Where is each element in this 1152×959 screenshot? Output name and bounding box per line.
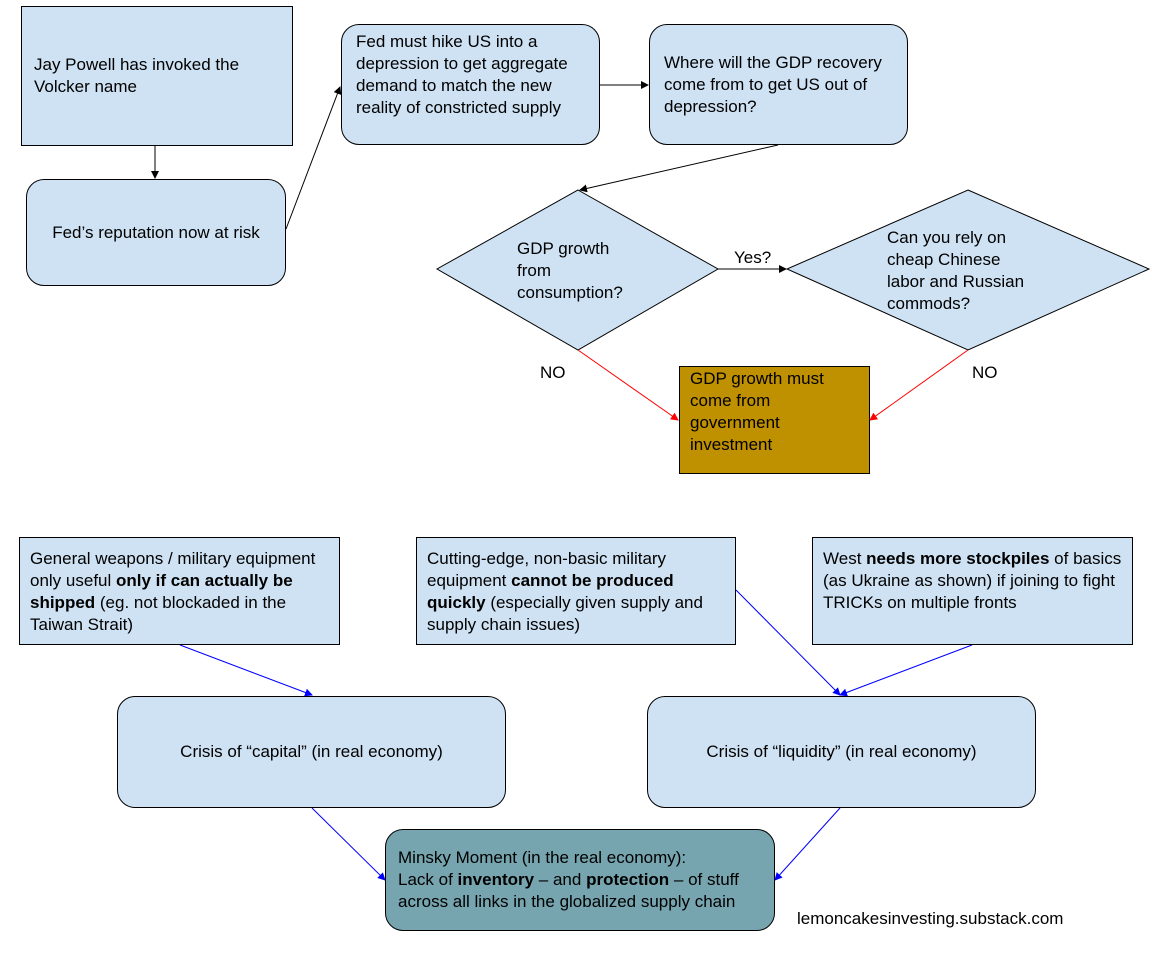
- weapons-text-2: (eg. not blockaded in the Taiwan Strait): [30, 593, 287, 634]
- stockpiles-bold: needs more stockpiles: [866, 549, 1050, 568]
- recovery-box: Where will the GDP recovery come from to…: [649, 24, 908, 145]
- no-label-left: NO: [540, 363, 566, 382]
- powell-box: Jay Powell has invoked the Volcker name: [21, 6, 293, 146]
- cheap-labor-line: Can you rely on: [887, 228, 1007, 247]
- consumption-line: consumption?: [517, 283, 623, 302]
- crisis-liquidity-box: Crisis of “liquidity” (in real economy): [647, 696, 1036, 808]
- no-label-right: NO: [972, 363, 998, 382]
- arrow-weapons-to-capital: [179, 644, 313, 697]
- cheap-labor-text: Can you rely on cheap Chinese labor and …: [887, 227, 1024, 315]
- source-footer: lemoncakesinvesting.substack.com: [797, 909, 1064, 928]
- cutting-edge-box: Cutting-edge, non-basic military equipme…: [416, 537, 736, 645]
- yes-label: Yes?: [734, 248, 772, 267]
- minsky-body: Lack of inventory – and protection – of …: [398, 869, 762, 913]
- arrow-cheap-labor-to-gov: [869, 349, 969, 421]
- hike-text: Fed must hike US into a depression to ge…: [356, 32, 568, 117]
- reputation-box: Fed’s reputation now at risk: [26, 179, 286, 286]
- reputation-text: Fed’s reputation now at risk: [52, 222, 260, 242]
- arrow-capital-to-minsky: [311, 807, 386, 881]
- powell-text: Jay Powell has invoked the Volcker name: [34, 55, 240, 96]
- consumption-line: from: [517, 261, 551, 280]
- arrow-liquidity-to-minsky: [774, 807, 841, 881]
- gov-investment-box: GDP growth must come from government inv…: [679, 366, 870, 474]
- consumption-line: GDP growth: [517, 239, 610, 258]
- arrow-consumption-to-gov: [577, 349, 679, 421]
- cutting-edge-text-2: (especially given supply and supply chai…: [427, 593, 703, 634]
- hike-box: Fed must hike US into a depression to ge…: [341, 24, 600, 145]
- cutting-edge-bold: cannot be produced quickly: [427, 571, 674, 612]
- cheap-labor-line: labor and Russian: [887, 272, 1025, 291]
- weapons-bold: only if can actually be shipped: [30, 571, 293, 612]
- gov-investment-text: GDP growth must come from government inv…: [690, 369, 824, 454]
- consumption-text: GDP growth from consumption?: [517, 238, 623, 304]
- recovery-text: Where will the GDP recovery come from to…: [664, 52, 882, 116]
- arrow-cutting-edge-to-liquidity: [735, 589, 841, 696]
- minsky-bold-inventory: inventory: [457, 870, 535, 889]
- crisis-capital-box: Crisis of “capital” (in real economy): [117, 696, 506, 808]
- minsky-text-3: – of stuff across all links in the globa…: [398, 870, 739, 911]
- weapons-box: General weapons / military equipment onl…: [19, 537, 340, 645]
- cheap-labor-line: commods?: [887, 294, 971, 313]
- stockpiles-text-2: of basics (as Ukraine as shown) if joini…: [823, 549, 1122, 612]
- minsky-title: Minsky Moment (in the real economy):: [398, 848, 687, 867]
- minsky-text-2: – and: [534, 870, 587, 889]
- arrow-reputation-to-hike: [285, 86, 342, 230]
- stockpiles-box: West needs more stockpiles of basics (as…: [812, 537, 1133, 645]
- arrow-stockpiles-to-liquidity: [839, 644, 973, 697]
- crisis-capital-text: Crisis of “capital” (in real economy): [180, 742, 443, 761]
- cheap-labor-line: cheap Chinese: [887, 250, 1001, 269]
- cutting-edge-text-1: Cutting-edge, non-basic military equipme…: [427, 549, 667, 590]
- arrow-recovery-to-consumption: [579, 144, 779, 193]
- minsky-box: Minsky Moment (in the real economy): Lac…: [385, 829, 775, 931]
- weapons-text-1: General weapons / military equipment onl…: [30, 549, 316, 590]
- minsky-text-1: Lack of: [398, 870, 458, 889]
- stockpiles-text-1: West: [823, 549, 867, 568]
- minsky-bold-protection: protection: [586, 870, 670, 889]
- crisis-liquidity-text: Crisis of “liquidity” (in real economy): [706, 742, 977, 761]
